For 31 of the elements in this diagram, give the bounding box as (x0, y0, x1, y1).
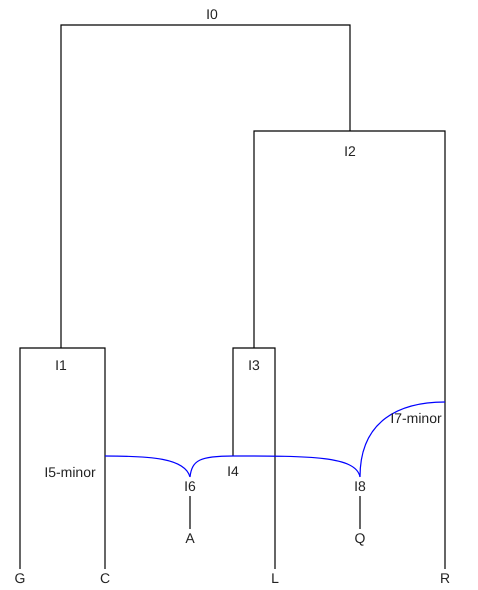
node-label: I2 (344, 143, 356, 159)
branch-line (444, 401, 446, 569)
node-label: A (185, 530, 195, 546)
node-label: I0 (206, 6, 218, 22)
branch-line (254, 347, 276, 569)
node-label: L (271, 570, 279, 586)
branch-line (189, 455, 233, 478)
branch-line (233, 455, 361, 478)
branch-line (105, 455, 191, 478)
branch-line (232, 347, 254, 456)
node-label: C (100, 570, 110, 586)
branch-line (359, 401, 446, 478)
branch-line (61, 347, 106, 456)
node-label: I6 (184, 478, 196, 494)
node-label: I8 (354, 478, 366, 494)
branch-line (212, 24, 351, 131)
branch-line (359, 495, 361, 529)
branch-line (104, 455, 106, 569)
node-label: I5-minor (44, 464, 96, 480)
node-label: G (14, 570, 26, 586)
branch-line (350, 130, 446, 402)
node-label: Q (354, 530, 366, 546)
branch-line (189, 495, 191, 529)
branch-line (253, 130, 350, 348)
node-label: I4 (227, 463, 239, 479)
node-label: I1 (55, 357, 67, 373)
branch-line (19, 347, 61, 569)
node-label: R (440, 570, 450, 586)
branch-line (60, 24, 212, 348)
node-label: I7-minor (390, 410, 442, 426)
node-label: I3 (248, 357, 260, 373)
